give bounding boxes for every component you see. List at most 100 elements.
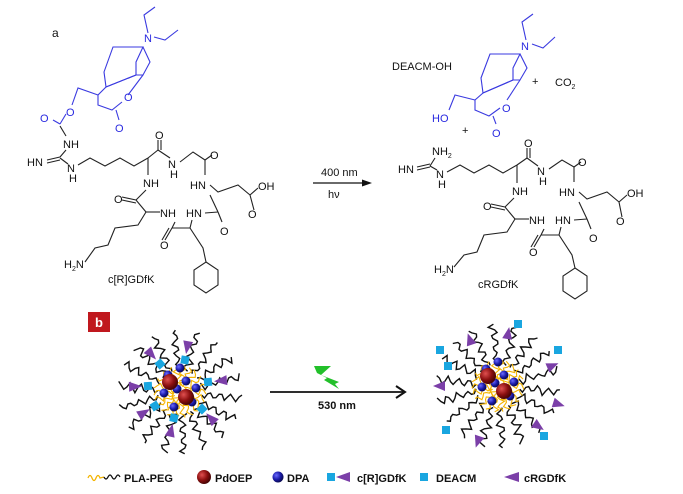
product-peptide-structure: NH2 HN N H O N H O HN O OH NH O NH HN bbox=[398, 138, 644, 300]
red-sphere-icon bbox=[197, 470, 211, 484]
legend-item-crgdfk-caged: c[R]GDfK bbox=[327, 472, 407, 485]
atom-h2n: H2N bbox=[434, 264, 454, 278]
atom-o: O bbox=[210, 150, 219, 162]
peg-chain bbox=[191, 342, 218, 374]
pla-peg-chain-icon bbox=[87, 474, 105, 482]
crgdfk-triangle bbox=[136, 409, 150, 421]
arrow-530nm-label: 530 nm bbox=[318, 400, 356, 412]
deacm-square bbox=[154, 358, 166, 370]
atom-o: O bbox=[66, 107, 75, 119]
h2n-sub: 2 bbox=[442, 271, 446, 278]
atom-o: O bbox=[155, 130, 164, 142]
atom-nh: NH bbox=[160, 208, 176, 220]
reactant-name: c[R]GDfK bbox=[108, 274, 155, 286]
reactant-coumarin-structure: N O O O O bbox=[40, 6, 179, 135]
peg-chain bbox=[141, 408, 167, 444]
atom-o: O bbox=[502, 103, 511, 115]
pdoep-sphere bbox=[162, 374, 178, 390]
panel-b-label-box bbox=[88, 312, 110, 332]
reaction-arrow-400nm: 400 nm hν bbox=[313, 167, 372, 201]
panel-b-label: b bbox=[95, 315, 103, 330]
atom-h: H bbox=[438, 179, 446, 191]
deacm-square bbox=[149, 400, 161, 412]
legend-item-crgdfk: cRGDfK bbox=[504, 472, 566, 485]
reactant-peptide-structure: NH HN N H O N H O HN O OH NH O NH HN bbox=[27, 125, 275, 294]
atom-n: N bbox=[537, 166, 545, 178]
peg-chain bbox=[196, 357, 233, 382]
atom-o: O bbox=[589, 233, 598, 245]
dpa-sphere bbox=[487, 396, 497, 406]
atom-h: H bbox=[539, 176, 547, 188]
plus-sign: + bbox=[532, 76, 538, 88]
deacm-square bbox=[196, 403, 208, 415]
deacm-square bbox=[514, 320, 522, 328]
co2-label: CO2 bbox=[555, 77, 576, 91]
legend-item-pla-peg: PLA-PEG bbox=[87, 473, 173, 485]
crgdfk-triangle bbox=[502, 327, 513, 340]
atom-o: O bbox=[248, 209, 257, 221]
atom-o: O bbox=[616, 216, 625, 228]
pdoep-sphere bbox=[480, 368, 496, 384]
peg-chain bbox=[170, 329, 185, 371]
peg-chain bbox=[486, 323, 501, 365]
dpa-sphere bbox=[191, 383, 201, 393]
atom-o: O bbox=[524, 138, 533, 150]
atom-h: H bbox=[170, 169, 178, 181]
atom-nh: NH bbox=[143, 178, 159, 190]
atom-hn: HN bbox=[186, 208, 202, 220]
panel-a-label: a bbox=[52, 26, 59, 40]
crgdfk-triangle bbox=[466, 333, 477, 347]
crgdfk-triangle bbox=[474, 434, 485, 448]
purple-triangle-icon bbox=[336, 472, 350, 482]
peg-chain bbox=[506, 404, 525, 445]
pla-chain bbox=[496, 359, 505, 382]
peg-chain bbox=[452, 341, 484, 373]
nh2-text: NH bbox=[432, 146, 448, 158]
peg-chain bbox=[188, 410, 208, 451]
atom-o: O bbox=[40, 113, 49, 125]
atom-hn: HN bbox=[559, 187, 575, 199]
atom-nh2: NH2 bbox=[432, 146, 452, 160]
crgdfk-triangle bbox=[128, 381, 143, 392]
dpa-sphere bbox=[181, 376, 191, 386]
deacm-square bbox=[554, 346, 562, 354]
peg-chain bbox=[460, 402, 485, 439]
blue-sphere-icon bbox=[272, 471, 284, 483]
h2n-n: N bbox=[446, 264, 454, 276]
legend: PLA-PEG PdOEP DPA c[R]GDfK DEACM cRGDfK bbox=[87, 470, 566, 485]
pdoep-sphere bbox=[178, 389, 194, 405]
atom-n: N bbox=[521, 41, 529, 53]
crgdfk-triangle bbox=[164, 423, 175, 438]
peg-chain bbox=[495, 407, 506, 449]
deacm-square bbox=[203, 377, 213, 387]
crgdfk-triangle bbox=[531, 419, 544, 430]
deacm-square bbox=[442, 426, 450, 434]
atom-hn: HN bbox=[27, 157, 43, 169]
crgdfk-triangle bbox=[143, 346, 157, 360]
peg-chain bbox=[515, 392, 555, 415]
atom-oh: OH bbox=[627, 188, 644, 200]
pla-chain bbox=[501, 369, 519, 384]
peg-chain bbox=[446, 395, 479, 422]
deacm-square bbox=[180, 355, 190, 365]
dpa-sphere bbox=[477, 382, 487, 392]
dpa-sphere bbox=[493, 357, 503, 367]
atom-o: O bbox=[529, 247, 538, 259]
legend-label: PLA-PEG bbox=[124, 473, 173, 485]
atom-hn: HN bbox=[555, 215, 571, 227]
h2n-h: H bbox=[434, 264, 442, 276]
peg-chain bbox=[151, 336, 173, 372]
peg-chain bbox=[201, 392, 243, 403]
arrow-hv-label: hν bbox=[328, 189, 340, 201]
deacm-square bbox=[143, 381, 153, 391]
dpa-sphere bbox=[175, 363, 185, 373]
crgdfk-triangle bbox=[206, 413, 219, 427]
legend-item-deacm: DEACM bbox=[420, 473, 476, 485]
pdoep-sphere bbox=[496, 383, 512, 399]
atom-o: O bbox=[483, 201, 492, 213]
atom-o: O bbox=[492, 128, 501, 140]
lightning-bolt-icon bbox=[314, 366, 339, 389]
nh2-sub: 2 bbox=[448, 153, 452, 160]
atom-o: O bbox=[114, 194, 123, 206]
atom-n: N bbox=[144, 33, 152, 45]
